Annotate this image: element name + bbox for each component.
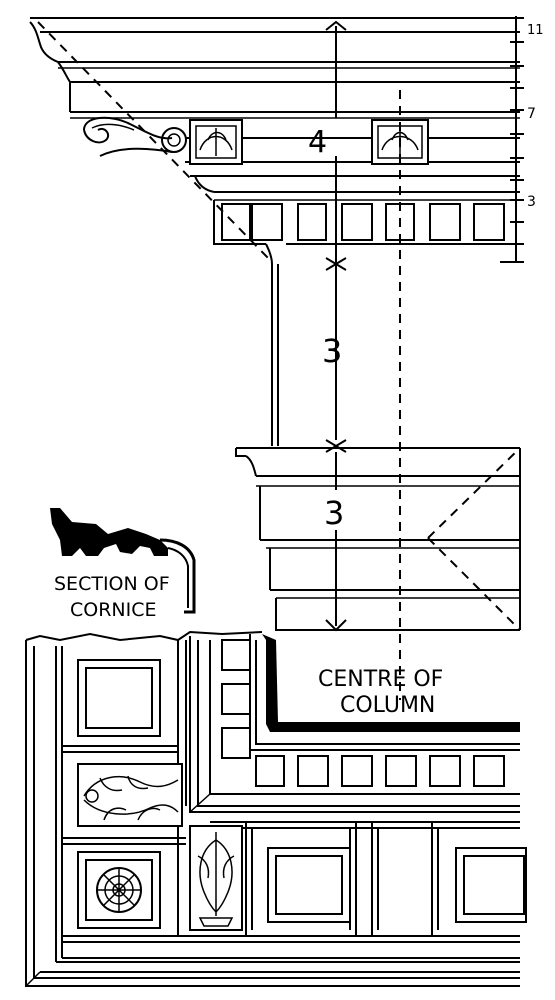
- section-label-line1: SECTION OF: [54, 573, 170, 595]
- scale-label-top: 11: [527, 23, 544, 38]
- coffer-lower-middle: [267, 847, 351, 923]
- construction-lines: [37, 21, 521, 700]
- dentil-row: [221, 203, 505, 241]
- dimension-axis: [325, 20, 347, 632]
- coffer-rosette: [77, 851, 161, 929]
- acanthus-panel-horizontal: [77, 763, 183, 827]
- plan-dentils-vertical: [221, 639, 251, 759]
- acanthus-panel-vertical: [189, 825, 243, 931]
- scale-label-lower: 3: [527, 194, 536, 210]
- coffer-lower-right: [455, 847, 527, 923]
- centre-label-line2: COLUMN: [340, 693, 435, 718]
- frieze-dimension: 3: [322, 332, 342, 370]
- section-label-line2: CORNICE: [70, 599, 157, 621]
- cornice-section-profile: [50, 508, 196, 614]
- centre-label-line1: CENTRE OF: [318, 667, 443, 692]
- architrave: [235, 447, 521, 631]
- coffer-top-left: [77, 659, 161, 737]
- frieze: [265, 243, 279, 446]
- scale-label-middle: 7: [527, 106, 536, 122]
- scale-bar: [500, 16, 524, 263]
- modillion-scroll: [83, 116, 187, 157]
- architrave-dimension: 3: [324, 494, 344, 532]
- soffit-plan: [25, 630, 520, 987]
- cornice-dimension: 4: [308, 125, 327, 160]
- plan-dentils-horizontal: [255, 755, 505, 787]
- soffit-rosette-left: [189, 119, 243, 165]
